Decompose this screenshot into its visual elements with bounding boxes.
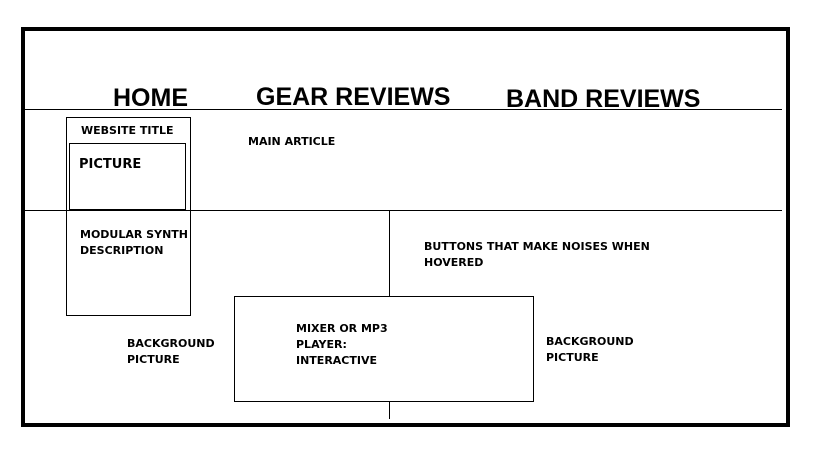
content-divider-line <box>25 210 782 211</box>
wireframe-frame <box>21 27 790 427</box>
nav-home[interactable]: HOME <box>113 84 188 112</box>
header-divider-line <box>25 109 782 110</box>
mixer-player-box[interactable] <box>234 296 534 402</box>
website-title: WEBSITE TITLE <box>81 124 174 137</box>
noise-buttons-line2: HOVERED <box>424 256 484 269</box>
picture-placeholder <box>69 143 186 210</box>
player-line1: MIXER OR MP3 <box>296 322 388 335</box>
background-right-line2: PICTURE <box>546 351 599 364</box>
nav-band-reviews[interactable]: BAND REVIEWS <box>506 85 701 113</box>
background-right-line1: BACKGROUND <box>546 335 634 348</box>
nav-gear-reviews[interactable]: GEAR REVIEWS <box>256 83 451 111</box>
synth-description-line2: DESCRIPTION <box>80 244 164 257</box>
noise-buttons-line1: BUTTONS THAT MAKE NOISES WHEN <box>424 240 650 253</box>
sidebar-panel <box>66 117 191 316</box>
player-line3: INTERACTIVE <box>296 354 377 367</box>
picture-label: PICTURE <box>79 157 142 172</box>
background-left-line1: BACKGROUND <box>127 337 215 350</box>
player-line2: PLAYER: <box>296 338 347 351</box>
synth-description-line1: MODULAR SYNTH <box>80 228 188 241</box>
background-left-line2: PICTURE <box>127 353 180 366</box>
main-article-label: MAIN ARTICLE <box>248 135 336 148</box>
